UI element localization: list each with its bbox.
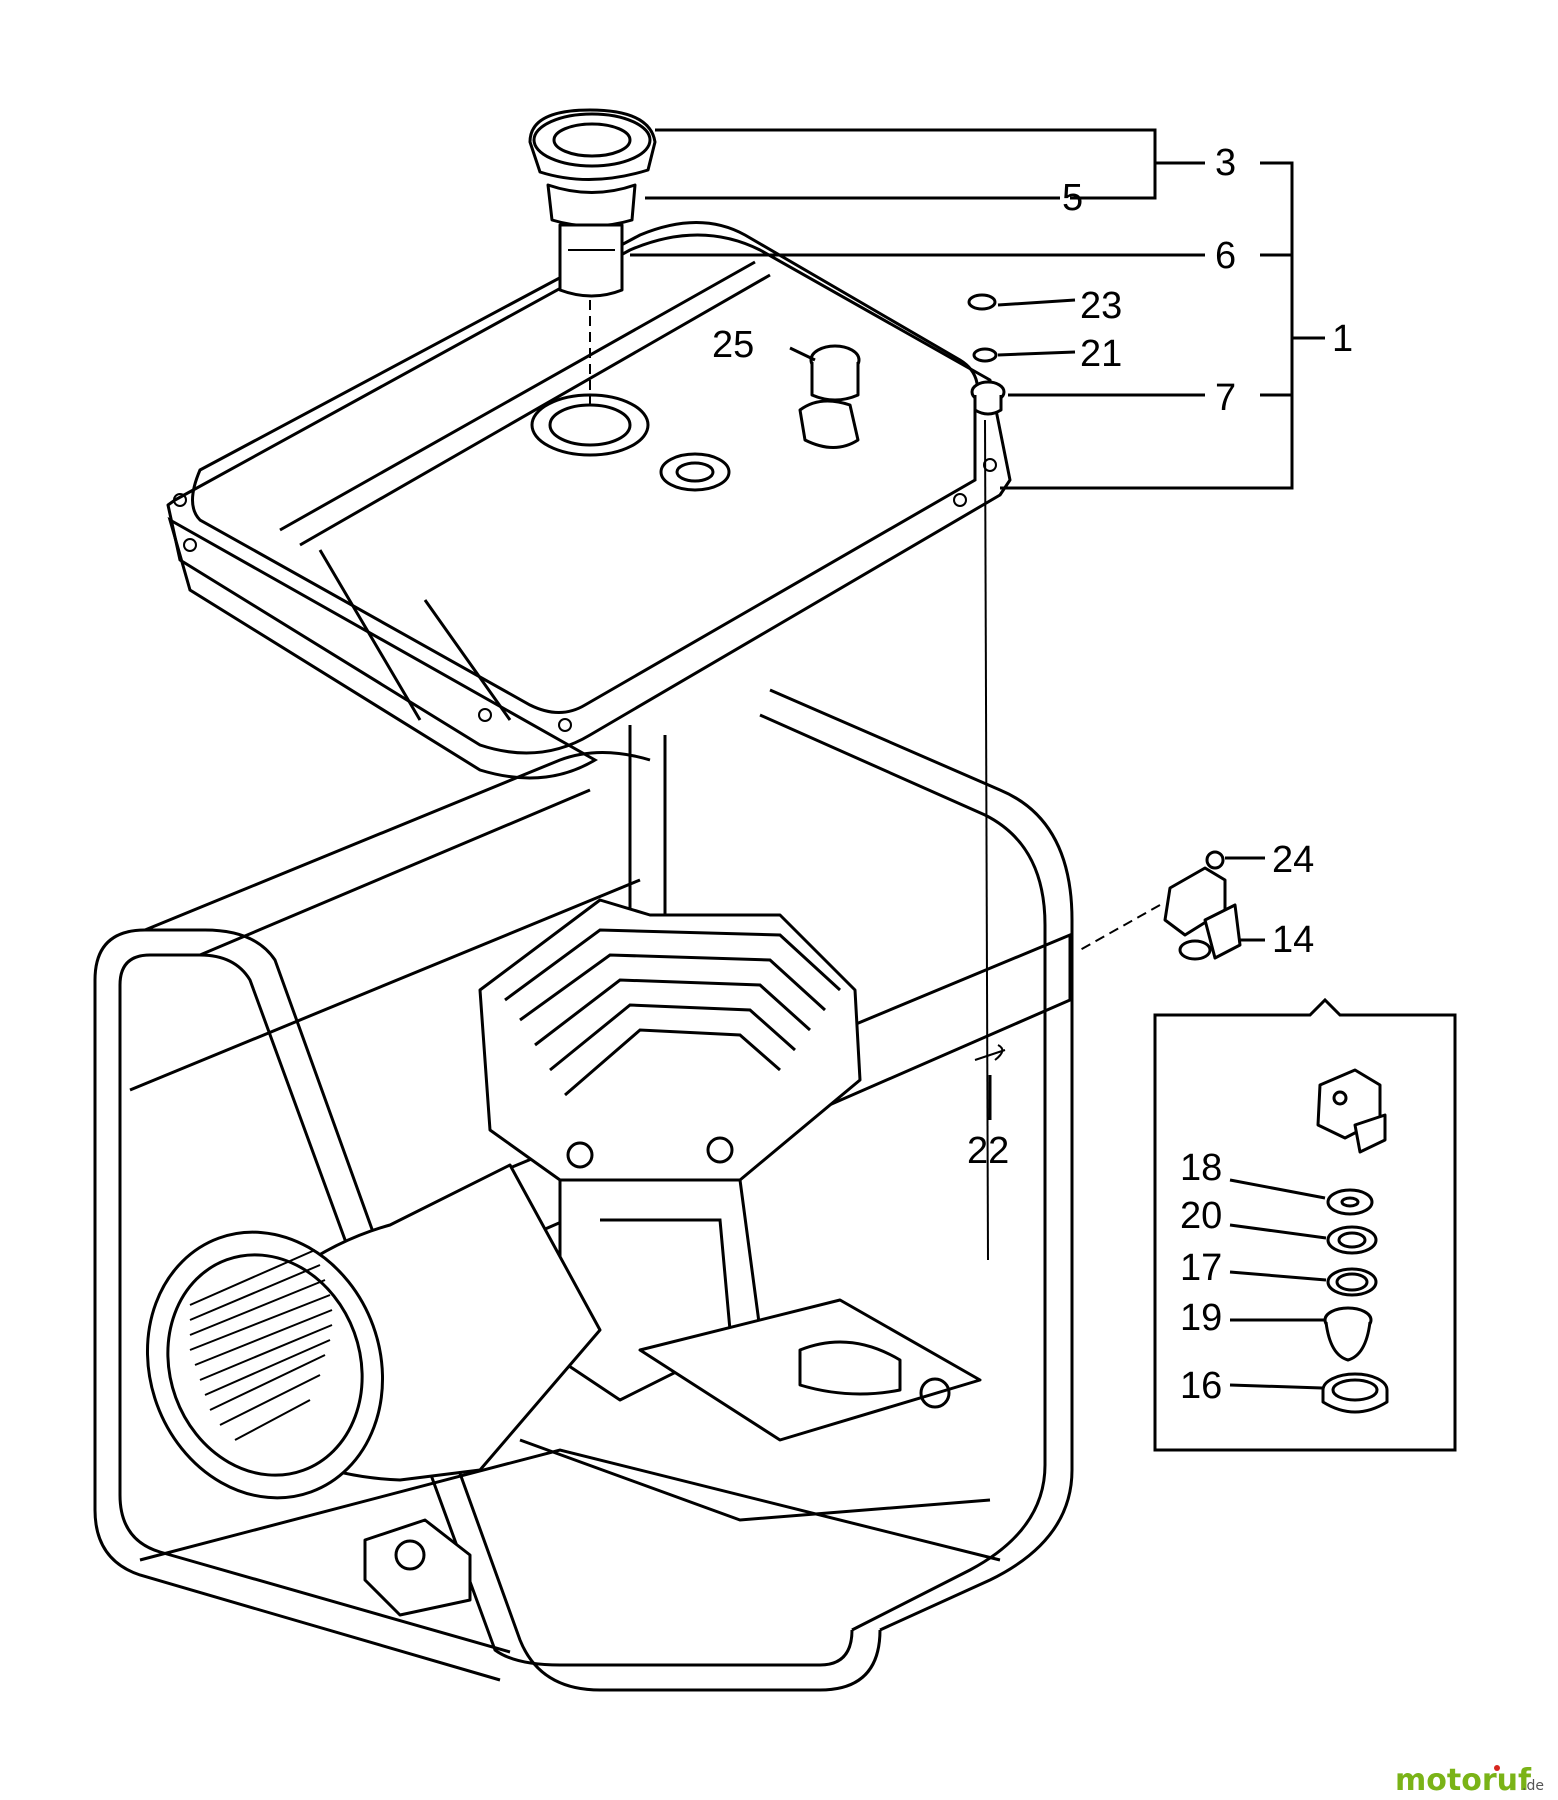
- alternator: [145, 1163, 602, 1617]
- watermark-dot-icon: [1494, 1765, 1500, 1771]
- callout-18: 18: [1180, 1147, 1222, 1189]
- callout-17: 17: [1180, 1247, 1222, 1289]
- callout-14: 14: [1272, 919, 1314, 961]
- callout-labels: 3 5 6 23 1 21 25 7 24 14 22 18 20 17 19 …: [712, 142, 1353, 1407]
- callout-24: 24: [1272, 839, 1314, 881]
- engine: [478, 898, 982, 1442]
- callout-7: 7: [1215, 377, 1236, 419]
- bolt-drop-line: [984, 419, 989, 1261]
- callout-25: 25: [712, 324, 754, 366]
- watermark-tld: .de: [1522, 1778, 1544, 1794]
- callout-20: 20: [1180, 1195, 1222, 1237]
- inset-box: [1153, 997, 1457, 1452]
- callout-16: 16: [1180, 1365, 1222, 1407]
- callout-23: 23: [1080, 285, 1122, 327]
- clip-22: [974, 1044, 1006, 1061]
- valve-leader-dash: [1079, 904, 1161, 951]
- callout-21: 21: [1080, 333, 1122, 375]
- fuel-gauge: [798, 344, 861, 449]
- watermark-logo: motoruf .de: [1395, 1763, 1544, 1798]
- watermark-name: motoruf: [1395, 1763, 1532, 1798]
- callout-19: 19: [1180, 1297, 1222, 1339]
- callout-22: 22: [967, 1130, 1009, 1172]
- callout-5: 5: [1062, 177, 1083, 219]
- generator-frame: [93, 688, 1074, 1692]
- tank-hardware: [967, 293, 1006, 416]
- fuel-valve: [1163, 850, 1242, 961]
- callout-3: 3: [1215, 142, 1236, 184]
- callout-1: 1: [1332, 318, 1353, 360]
- callout-6: 6: [1215, 235, 1236, 277]
- leader-lines: [630, 128, 1327, 1390]
- fuel-cap-assembly: [528, 108, 657, 298]
